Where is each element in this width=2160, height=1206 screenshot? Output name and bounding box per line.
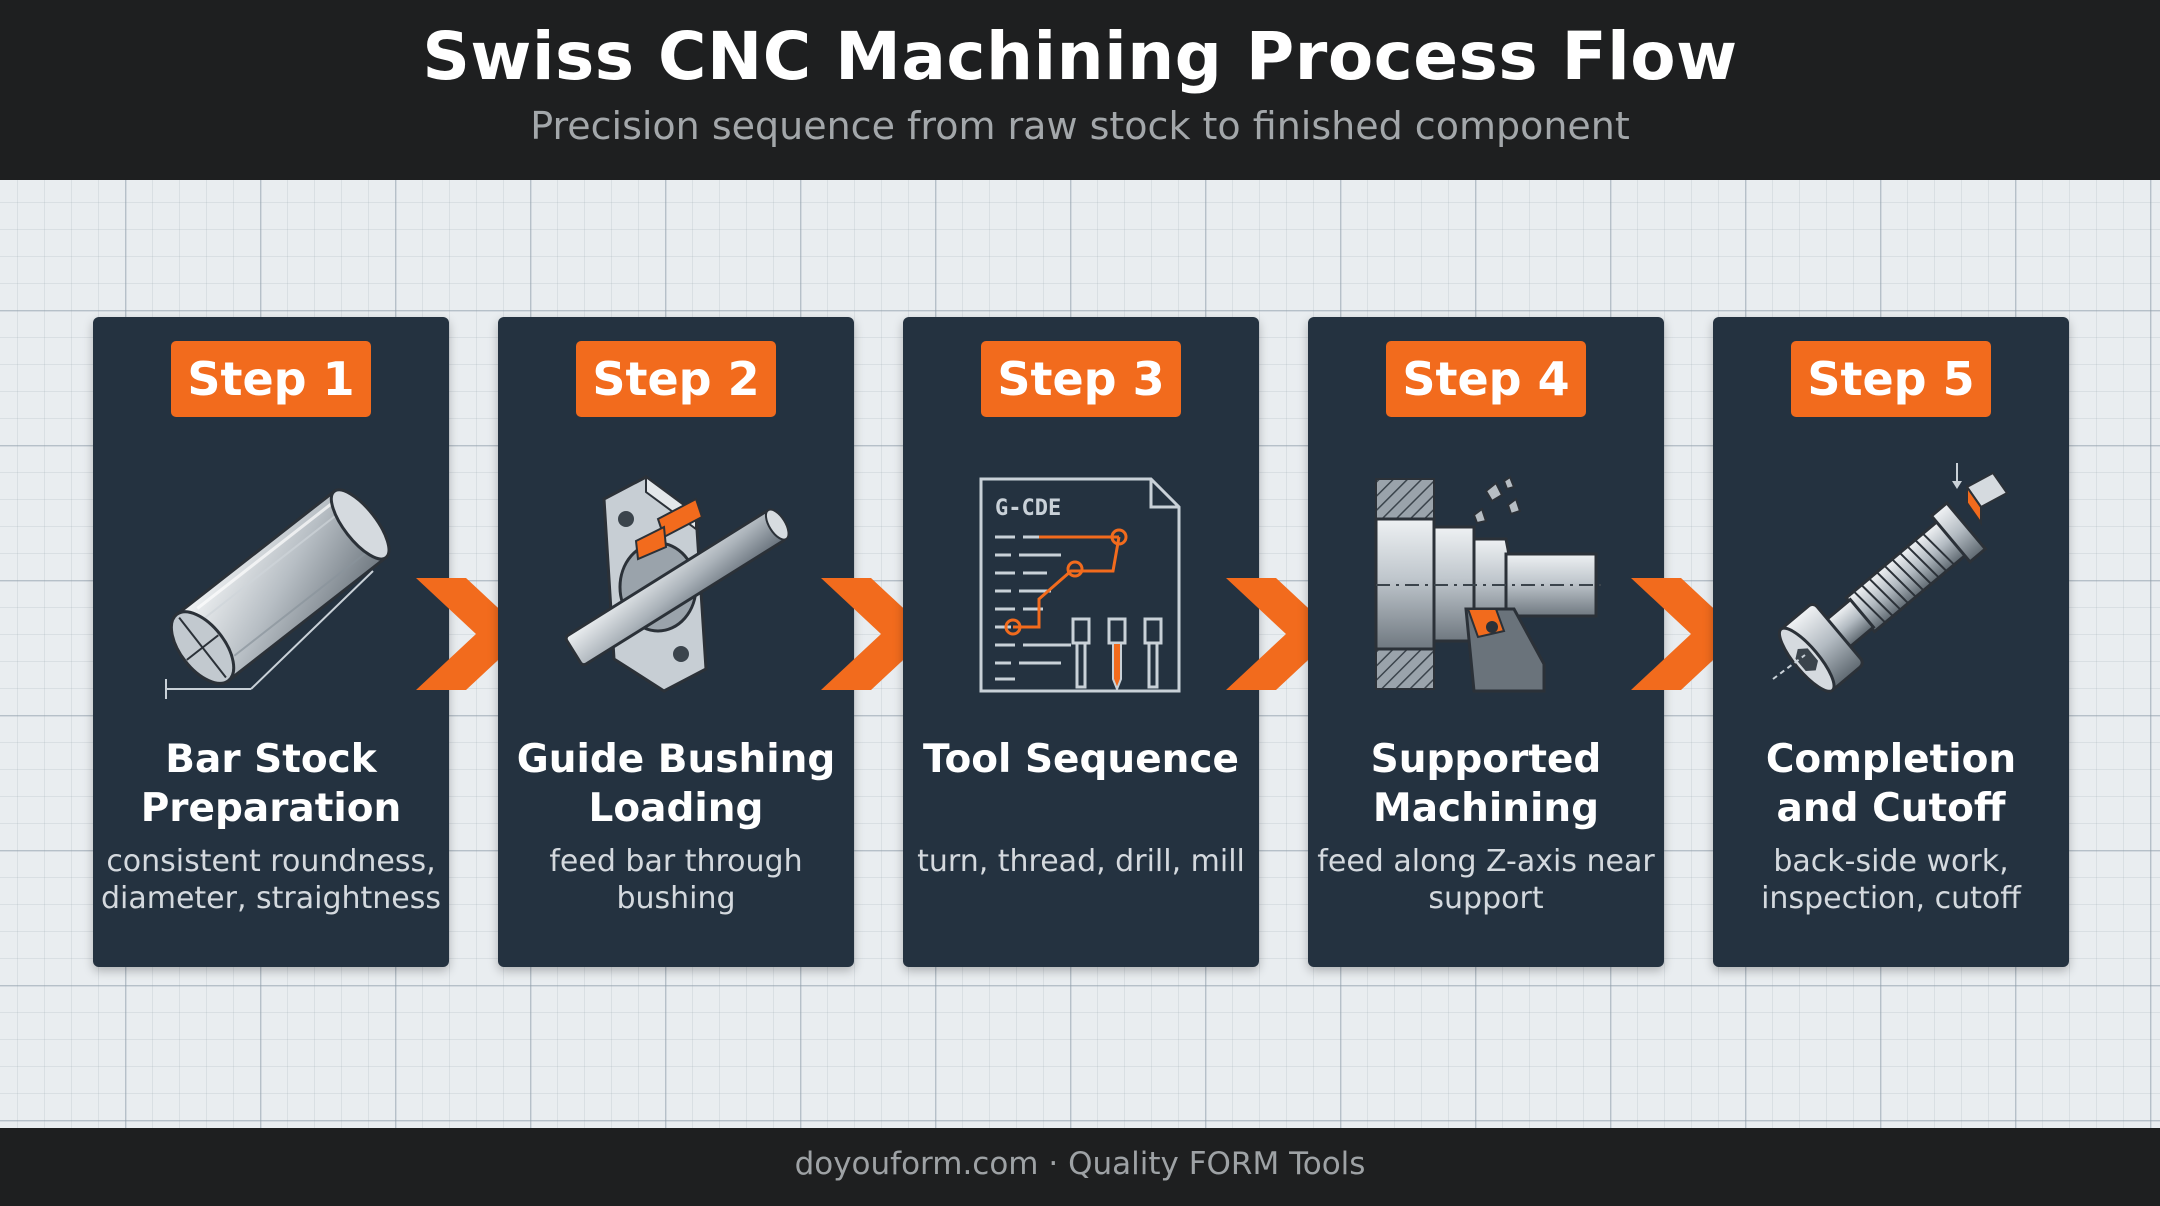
step-badge: Step 4 <box>1386 341 1586 417</box>
step-badge: Step 3 <box>981 341 1181 417</box>
step-badge: Step 2 <box>576 341 776 417</box>
guide-bushing-icon <box>564 475 790 693</box>
header-bar: Swiss CNC Machining Process Flow Precisi… <box>0 0 2160 180</box>
step-description: back-side work, inspection, cutoff <box>1761 844 2021 916</box>
step-title: Completion and Cutoff <box>1765 737 2017 831</box>
lathe-turning-icon <box>1374 475 1601 693</box>
step-description: feed along Z-axis near support <box>1317 844 1655 916</box>
step-card-4: Step 4 Supported Machining feed along <box>1308 317 1664 967</box>
footer-bar: doyouform.com · Quality FORM Tools <box>0 1128 2160 1206</box>
step-card-5: Step 5 <box>1713 317 2069 967</box>
step-description: turn, thread, drill, mill <box>917 844 1245 879</box>
step-description: consistent roundness, diameter, straight… <box>100 844 442 916</box>
step-title: Guide Bushing Loading <box>516 737 836 831</box>
bar-stock-icon <box>165 488 391 699</box>
step-title: Supported Machining <box>1370 737 1602 831</box>
step-card-3: Step 3 G-CDE Tool Sequence turn, thread,… <box>903 317 1259 967</box>
step-badge: Step 5 <box>1791 341 1991 417</box>
step-title: Tool Sequence <box>923 737 1239 782</box>
gcode-tools-icon: G-CDE <box>979 477 1181 693</box>
step-description: feed bar through bushing <box>549 844 803 916</box>
page-subtitle: Precision sequence from raw stock to fin… <box>530 104 1630 148</box>
step-card-1: Step 1 Bar Stock Preparation consistent … <box>93 317 449 967</box>
step-title: Bar Stock Preparation <box>140 737 402 831</box>
gcode-label: G-CDE <box>995 496 1061 521</box>
footer-credit: doyouform.com · Quality FORM Tools <box>794 1146 1366 1182</box>
step-card-2: Step 2 Guide Bushing Loading feed bar th… <box>498 317 854 967</box>
finished-bolt-icon <box>1772 463 2009 693</box>
step-badge: Step 1 <box>171 341 371 417</box>
page-title: Swiss CNC Machining Process Flow <box>422 18 1738 95</box>
